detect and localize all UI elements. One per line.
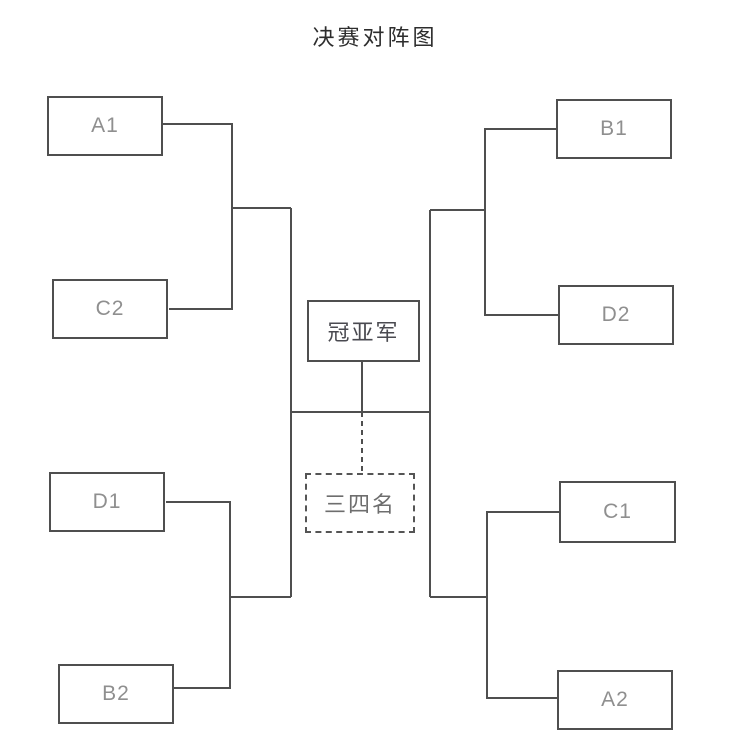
team-label: D1 (92, 490, 122, 513)
connector-left-top-pair (163, 123, 233, 310)
third-place-box: 三四名 (305, 473, 415, 533)
team-box-b2: B2 (58, 664, 174, 724)
third-place-label: 三四名 (323, 492, 396, 517)
team-box-c2: C2 (52, 279, 168, 339)
team-box-b1: B1 (556, 99, 672, 159)
team-label: B2 (102, 682, 130, 705)
connector-right-top-pair (484, 128, 558, 316)
team-box-a1: A1 (47, 96, 163, 156)
team-box-c1: C1 (559, 481, 676, 543)
team-label: D2 (601, 303, 631, 326)
team-label: A2 (601, 688, 629, 711)
team-label: C1 (603, 500, 632, 523)
team-box-d1: D1 (49, 472, 165, 532)
connector-right-bottom-pair (486, 511, 559, 699)
team-label: C2 (95, 297, 125, 320)
team-label: A1 (91, 114, 119, 137)
final-box: 冠亚军 (307, 300, 420, 362)
final-label: 冠亚军 (327, 320, 400, 345)
team-box-a2: A2 (557, 670, 673, 730)
diagram-title: 决赛对阵图 (312, 25, 438, 50)
team-box-d2: D2 (558, 285, 674, 345)
connector-left-bottom-pair (166, 501, 231, 689)
team-label: B1 (600, 117, 628, 140)
